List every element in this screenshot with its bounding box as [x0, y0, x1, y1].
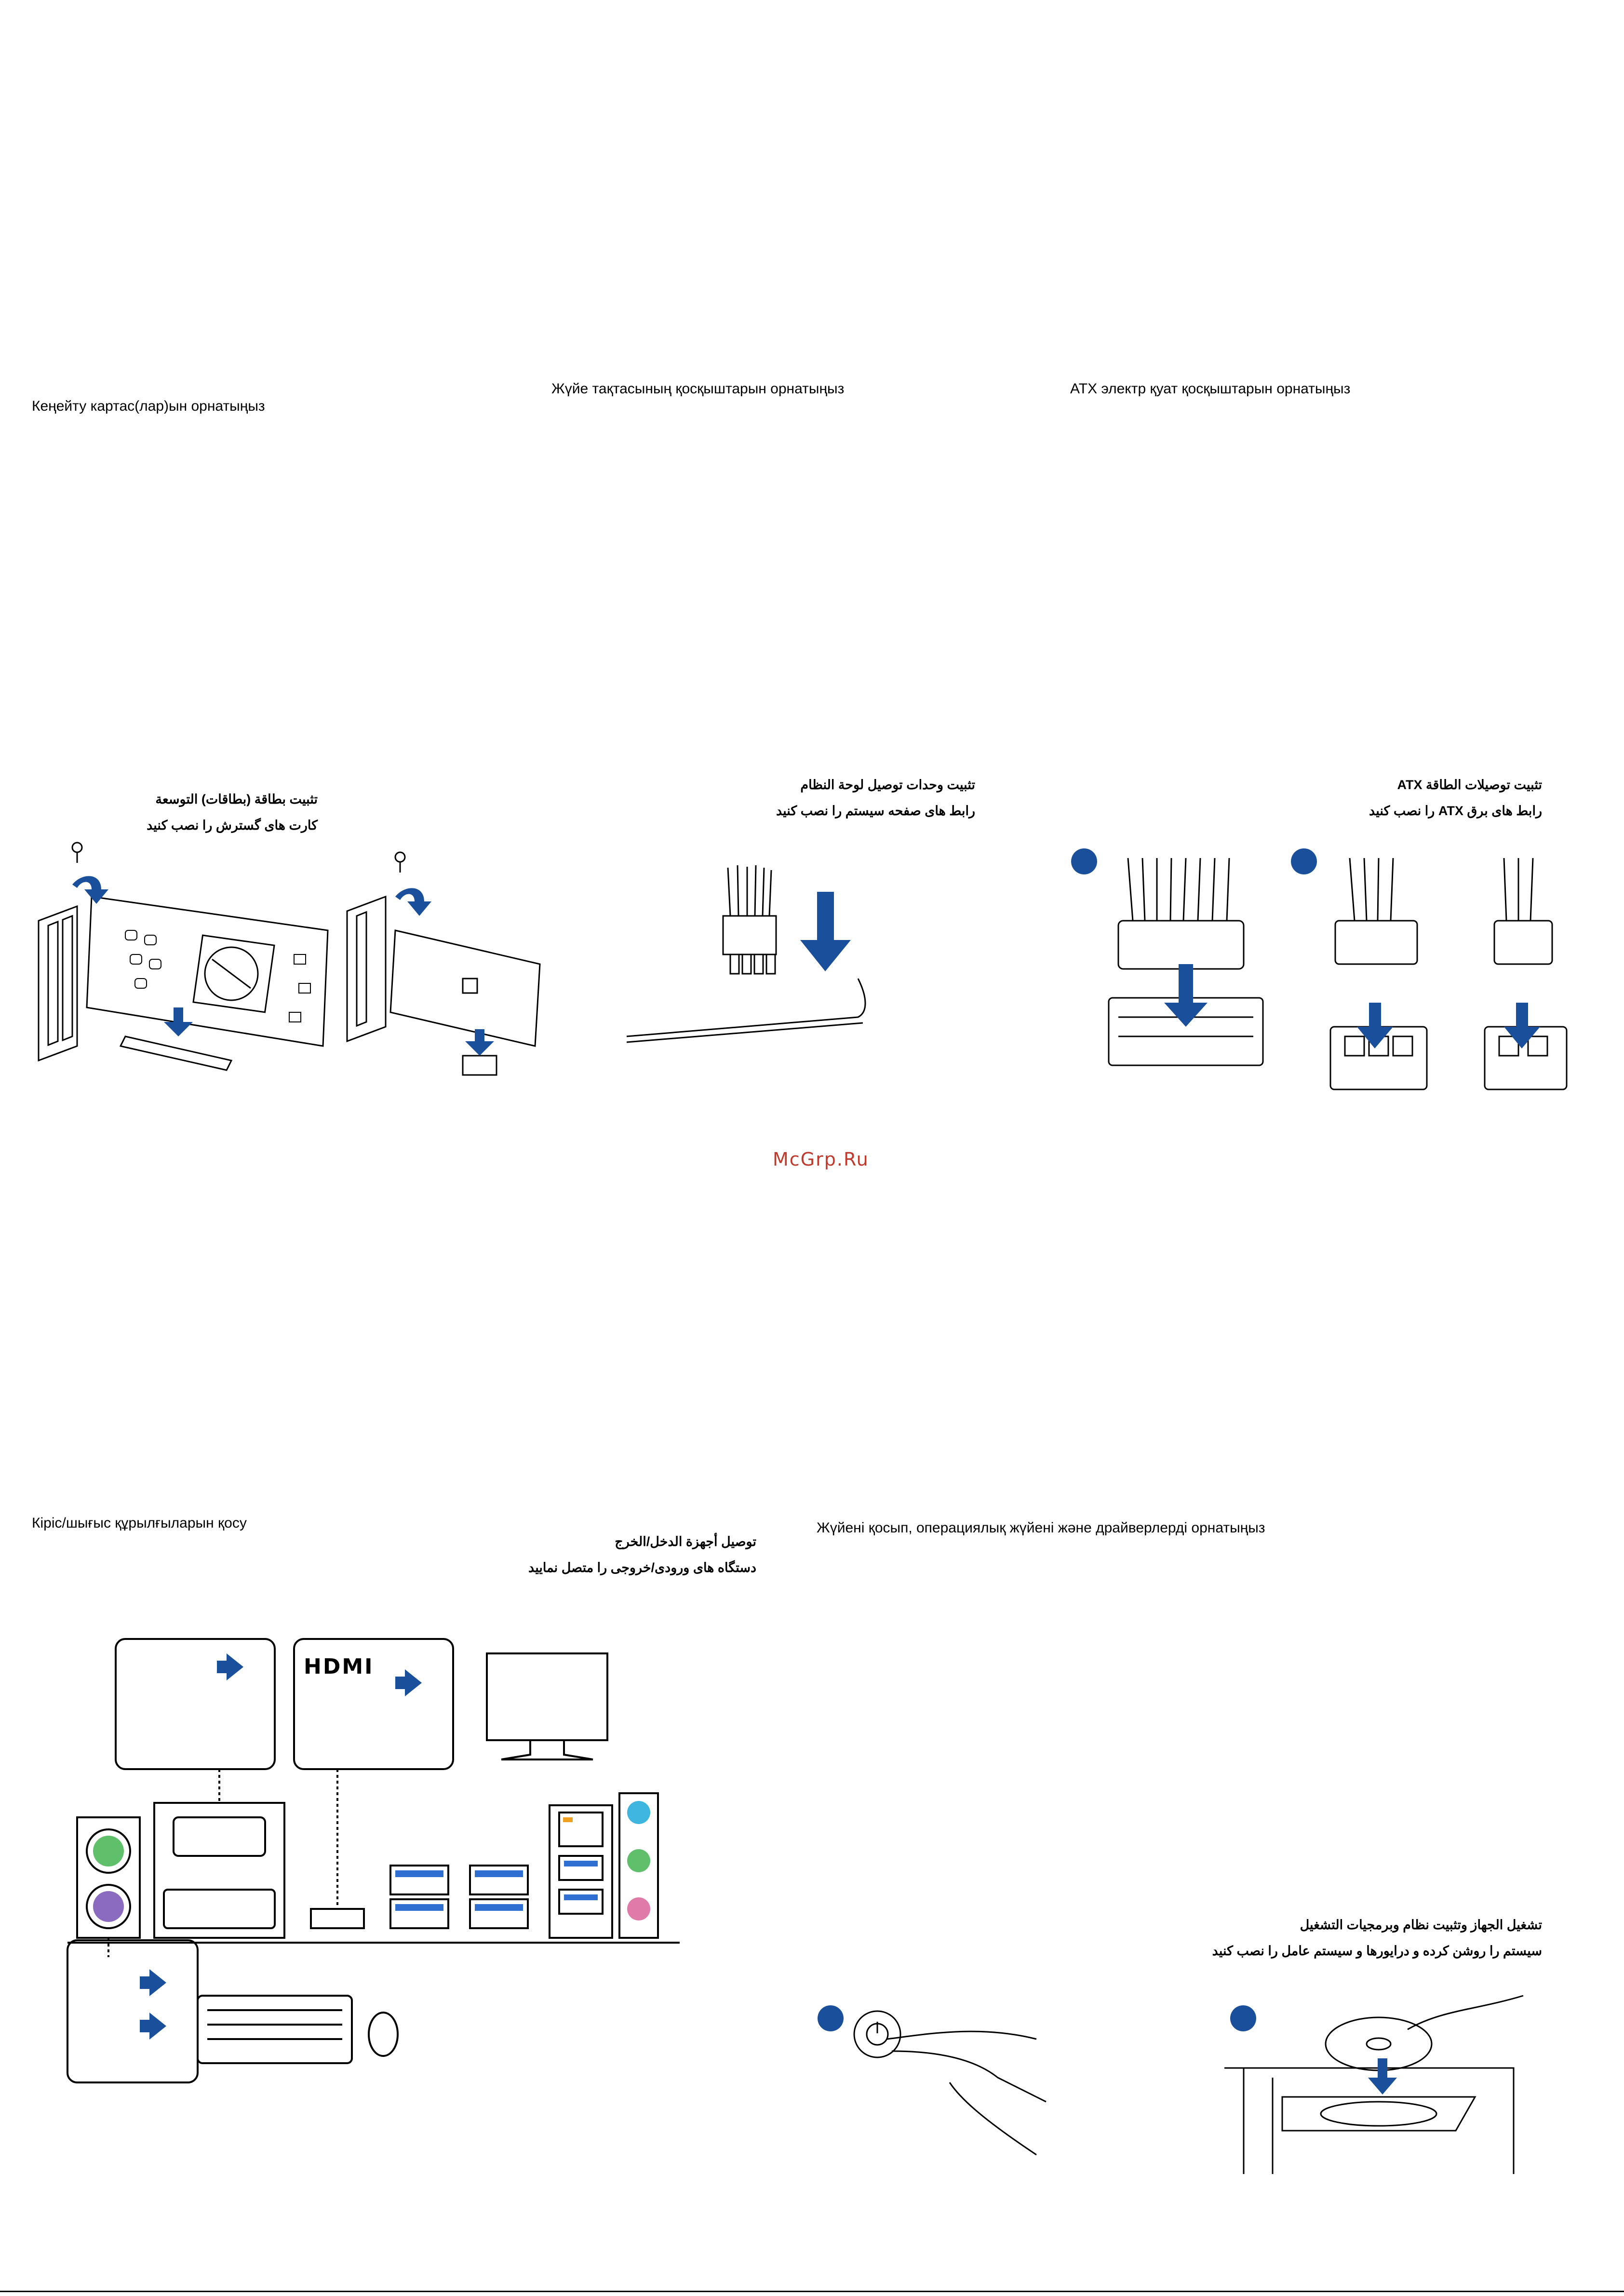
atx-title-kz: ATX электр қуат қосқыштарын орнатыңыз — [1070, 381, 1351, 397]
expansion-title-ar: تثبيت بطاقة (بطاقات) التوسعة — [155, 792, 318, 806]
panel-title-ar: تثبيت وحدات توصيل لوحة النظام — [800, 778, 975, 792]
step-badge-power-2 — [1230, 2005, 1256, 2031]
atx-8pin-illustration — [1329, 858, 1568, 1090]
power-button-illustration — [853, 2010, 1047, 2156]
arrow-down-icon — [800, 892, 851, 971]
optical-drive-illustration — [1224, 1995, 1524, 2174]
footer-rule — [0, 2291, 1624, 2292]
expansion-card-illustration — [38, 842, 541, 1076]
power-title-ar: تشغيل الجهاز وتثبيت نظام وبرمجيات التشغي… — [1300, 1918, 1542, 1932]
atx-24pin-illustration — [1108, 858, 1264, 1066]
expansion-title-kz: Кеңейту картас(лар)ын орнатыңыз — [32, 398, 265, 414]
io-panel-illustration — [67, 1638, 680, 2083]
panel-title-fa: رابط های صفحه سیستم را نصب کنید — [776, 804, 975, 818]
atx-title-ar: تثبيت توصيلات الطاقة ATX — [1397, 778, 1542, 792]
expansion-title-fa: کارت های گسترش را نصب کنید — [147, 818, 318, 832]
power-title-fa: سیستم را روشن کرده و درایورها و سیستم عا… — [1212, 1944, 1542, 1958]
arrow-down-icon — [1164, 964, 1208, 1027]
step-badge-atx-2 — [1291, 848, 1317, 874]
io-title-kz: Кіріс/шығыс құрылғыларын қосу — [32, 1515, 247, 1531]
io-title-fa: دستگاه های ورودی/خروجی را متصل نمایید — [528, 1560, 756, 1575]
panel-connector-illustration — [626, 865, 866, 1043]
arrow-down-icon — [1368, 2058, 1397, 2095]
atx-title-fa: رابط های برق ATX را نصب کنید — [1369, 804, 1542, 818]
io-title-ar: توصيل أجهزة الدخل/الخرج — [615, 1534, 756, 1549]
step-badge-power-1 — [818, 2005, 844, 2031]
power-title-kz: Жүйені қосып, операциялық жүйені және др… — [817, 1520, 1265, 1536]
watermark: McGrp.Ru — [773, 1149, 869, 1170]
step-badge-atx-1 — [1071, 848, 1097, 874]
panel-title-kz: Жүйе тақтасының қосқыштарын орнатыңыз — [551, 381, 845, 397]
hdmi-logo: HDMI — [304, 1654, 374, 1679]
